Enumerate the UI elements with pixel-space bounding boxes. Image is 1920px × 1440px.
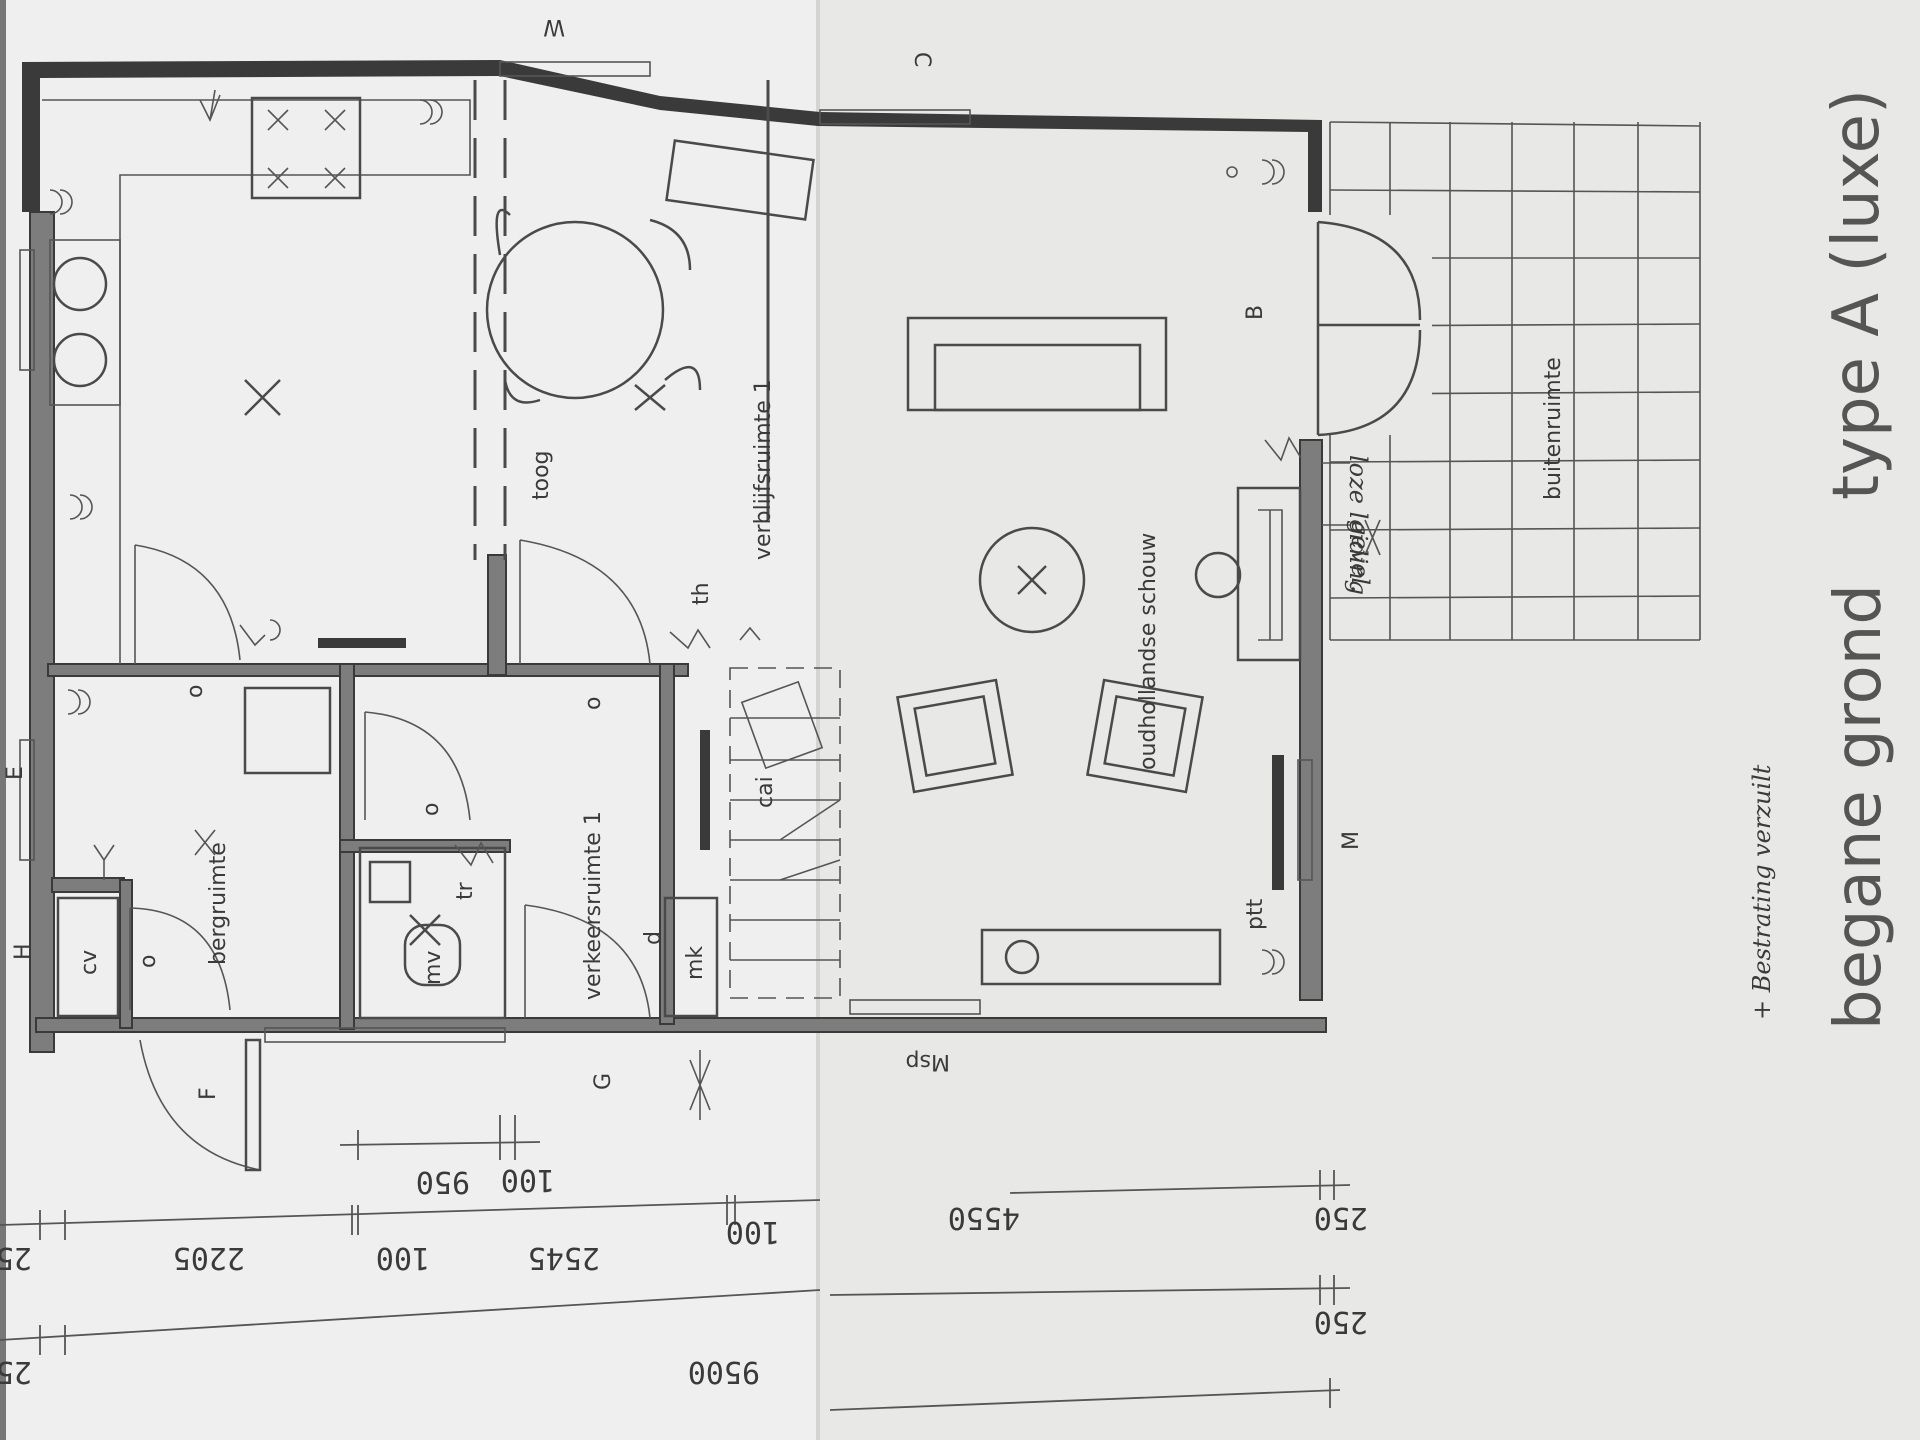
label-msp: Msp [906, 1049, 950, 1074]
entrance-door [139, 1038, 262, 1172]
room-bergruimte: bergruimte [206, 842, 231, 965]
dim-250a: 250 [1314, 1200, 1368, 1235]
kitchen-block [42, 96, 471, 664]
label-tr: tr [453, 881, 478, 900]
photo-edge [0, 0, 6, 1440]
room-labels: verblijfsruimte 1 toog oudhollandse scho… [206, 357, 1566, 1000]
title-block: begane grond type A (luxe) + Bestrating … [1748, 89, 1896, 1030]
marker-c-top: C [909, 52, 934, 67]
drawing-note: + Bestrating verzuilt [1748, 764, 1776, 1020]
dining-table [485, 139, 815, 665]
dim-25b: 25 [0, 1354, 32, 1389]
dim-2205: 2205 [173, 1240, 245, 1275]
utility-rooms [56, 686, 719, 1020]
windows [19, 61, 1313, 1043]
dim-100c: 100 [726, 1214, 780, 1249]
room-verblijfsruimte: verblijfsruimte 1 [751, 379, 776, 560]
dimension-labels: 100 950 2205 100 2545 100 4550 250 250 2… [0, 1162, 1368, 1389]
label-loze-leiding: loze leiding [1344, 455, 1372, 595]
dim-25a: 25 [0, 1240, 32, 1275]
marker-f-bottom: F [196, 1087, 221, 1100]
dim-9500: 9500 [688, 1354, 760, 1389]
room-verkeersruimte: verkeersruimte 1 [581, 811, 606, 1000]
marker-o-2: o [581, 697, 606, 710]
marker-e-left: E [3, 766, 28, 780]
electrical-symbols [49, 89, 1381, 1120]
marker-g-bottom: G [591, 1073, 616, 1090]
label-th: th [689, 582, 714, 605]
label-mk: mk [683, 946, 708, 980]
room-schouw: oudhollandse schouw [1136, 533, 1161, 770]
dimension-lines [0, 1115, 1351, 1411]
dim-100a: 100 [501, 1162, 555, 1197]
staircase [729, 667, 841, 999]
marker-m-right: M [1339, 831, 1364, 850]
room-toog: toog [529, 450, 554, 500]
dim-2545: 2545 [528, 1240, 600, 1275]
marker-w-top: W [543, 14, 565, 39]
label-ptt: ptt [1243, 898, 1268, 930]
fixture-labels: th cv mv mk tr cai ptt d Msp loze leidin… [77, 455, 1374, 1074]
label-gevel: gevel. [1346, 520, 1374, 593]
label-mv: mv [421, 951, 446, 985]
dim-950: 950 [416, 1164, 470, 1199]
label-cai: cai [753, 776, 778, 808]
outer-walls [22, 60, 1327, 1053]
dim-4550: 4550 [948, 1200, 1020, 1235]
marker-o-4: o [136, 955, 161, 968]
label-d: d [641, 931, 666, 945]
dim-250b: 250 [1314, 1304, 1368, 1339]
living-furniture [895, 316, 1302, 986]
room-buitenruimte: buitenruimte [1541, 357, 1566, 500]
marker-b-right: B [1243, 305, 1268, 320]
terrace-doors [1312, 215, 1432, 437]
label-cv: cv [77, 950, 102, 975]
marker-o-3: o [419, 803, 444, 816]
marker-o-1: o [183, 685, 208, 698]
drawing-title: begane grond [1822, 584, 1896, 1030]
markers: W C B M E H G F o o o o [3, 14, 1364, 1100]
paper-left-half [0, 0, 818, 1440]
drawing-subtitle: type A (luxe) [1820, 89, 1894, 500]
dim-100b: 100 [376, 1240, 430, 1275]
marker-h-left: H [11, 943, 36, 960]
